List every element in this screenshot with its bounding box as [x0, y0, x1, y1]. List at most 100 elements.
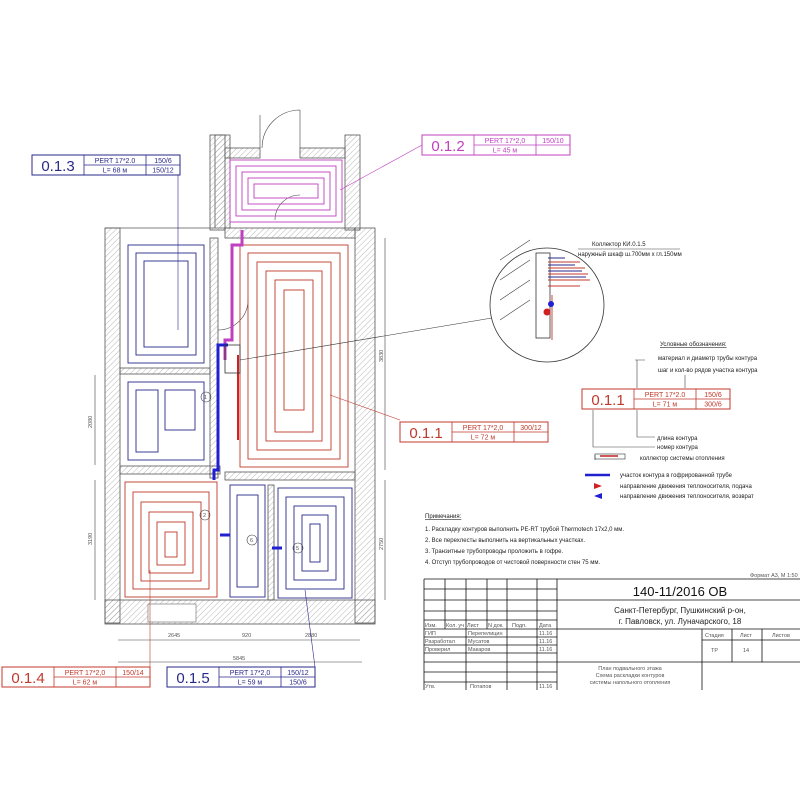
svg-text:План подвального этажа: План подвального этажа	[598, 666, 662, 672]
svg-text:Проверил: Проверил	[425, 647, 450, 653]
svg-text:длина контура: длина контура	[657, 436, 698, 442]
building-walls	[104, 134, 376, 625]
loop-0.1.2	[229, 159, 343, 223]
svg-text:2080: 2080	[88, 416, 94, 428]
svg-text:Схема раскладки контуров: Схема раскладки контуров	[596, 673, 665, 679]
pipe-material: PERT 17*2,0	[485, 138, 526, 145]
supply-arrow-icon	[594, 483, 602, 489]
svg-text:3. Транзитные трубопроводы про: 3. Транзитные трубопроводы проложить в г…	[425, 549, 563, 555]
title-block-text: 140-11/2016 ОВ Санкт-Петербург, Пушкинск…	[425, 584, 790, 690]
svg-text:наружный шкаф ш.700мм х гл.150: наружный шкаф ш.700мм х гл.150мм	[578, 251, 682, 258]
pipe-step: 150/6	[154, 158, 172, 165]
notes: Примечания: 1. Раскладку контуров выполн…	[425, 514, 798, 579]
svg-text:Перепелицин: Перепелицин	[468, 631, 503, 637]
svg-text:14: 14	[743, 648, 749, 654]
svg-text:Лист: Лист	[467, 623, 479, 629]
svg-text:N док.: N док.	[488, 623, 504, 629]
svg-text:направление движения теплоноси: направление движения теплоносителя, возв…	[620, 494, 754, 500]
svg-text:Дата: Дата	[539, 623, 552, 629]
svg-text:11.16: 11.16	[539, 684, 552, 690]
contour-length: L= 62 м	[73, 680, 98, 687]
contour-number: 0.1.5	[176, 670, 209, 687]
svg-text:шаг и кол-во рядов участка кон: шаг и кол-во рядов участка контура	[658, 368, 758, 374]
contour-number: 0.1.1	[591, 392, 624, 409]
svg-text:Потапов: Потапов	[470, 684, 491, 690]
legend-sample-label: 0.1.1 PERT 17*2.0 L= 71 м 150/6 300/6	[581, 388, 731, 410]
svg-text:2645: 2645	[168, 633, 180, 639]
svg-text:2750: 2750	[379, 538, 385, 550]
contour-label-0-1-2: 0.1.2 PERT 17*2,0 L= 45 м 150/10	[421, 134, 571, 156]
pipe-step: 150/6	[704, 392, 722, 399]
loop-0.1.1	[239, 244, 349, 468]
svg-text:Условные обозначения:: Условные обозначения:	[660, 342, 727, 348]
contour-number: 0.1.3	[41, 158, 74, 175]
room-numbers: 1 2 5 6	[199, 391, 304, 554]
contour-length: L= 71 м	[653, 402, 678, 409]
svg-text:11.16: 11.16	[539, 639, 552, 645]
pipe-material: PERT 17*2,0	[65, 670, 106, 677]
svg-text:коллектор системы отопления: коллектор системы отопления	[640, 456, 725, 462]
collector-detail: Коллектор КИ.0.1.5 наружный шкаф ш.700мм…	[489, 239, 682, 363]
svg-text:920: 920	[242, 633, 251, 639]
svg-text:11.16: 11.16	[539, 631, 552, 637]
contour-length: L= 59 м	[238, 680, 263, 687]
svg-text:Лист: Лист	[740, 633, 752, 639]
contour-label-0-1-5: 0.1.5 PERT 17*2,0 L= 59 м 150/12 150/6	[166, 666, 316, 688]
svg-text:4. Отступ трубопроводов от чис: 4. Отступ трубопроводов от чистовой пове…	[425, 559, 600, 566]
return-arrow-icon	[594, 493, 602, 499]
pipe-step: 150/12	[287, 670, 309, 677]
room-number: 5	[296, 546, 299, 552]
svg-text:1. Раскладку контуров выполнит: 1. Раскладку контуров выполнить PE-RT тр…	[425, 526, 624, 533]
pipe-step: 150/6	[289, 680, 307, 687]
pipe-step: 150/10	[542, 138, 564, 145]
contour-length: L= 45 м	[493, 148, 518, 155]
svg-text:ГИП: ГИП	[425, 631, 436, 637]
svg-text:Разработал: Разработал	[425, 639, 455, 645]
svg-text:Макаров: Макаров	[468, 647, 490, 653]
pipe-step: 150/12	[152, 168, 174, 175]
contour-label-0-1-3: 0.1.3 PERT 17*2.0 L= 68 м 150/6 150/12	[31, 154, 181, 176]
room-number: 1	[204, 395, 207, 401]
contour-label-0-1-4: 0.1.4 PERT 17*2,0 L= 62 м 150/14	[1, 666, 151, 688]
pipe-step: 150/14	[122, 670, 144, 677]
svg-text:Мусатов: Мусатов	[468, 639, 490, 645]
svg-text:Листов: Листов	[772, 633, 790, 639]
svg-text:г. Павловск, ул. Луначарского,: г. Павловск, ул. Луначарского, 18	[619, 617, 742, 626]
svg-text:Кол. уч: Кол. уч	[446, 623, 464, 629]
loop-0.1.3	[127, 244, 205, 461]
svg-text:материал и диаметр трубы конту: материал и диаметр трубы контура	[658, 356, 758, 362]
svg-text:Подп.: Подп.	[512, 623, 527, 629]
corrugated-pipe-route	[212, 230, 282, 550]
contour-number: 0.1.2	[431, 138, 464, 155]
pipe-step: 300/6	[704, 402, 722, 409]
contour-length: L= 72 м	[471, 435, 496, 442]
contour-number: 0.1.4	[11, 670, 44, 687]
svg-text:системы напольного отопления: системы напольного отопления	[590, 680, 671, 686]
pipe-material: PERT 17*2.0	[95, 158, 136, 165]
svg-text:Утв.: Утв.	[425, 684, 436, 690]
pipe-material: PERT 17*2,0	[230, 670, 271, 677]
contour-length: L= 68 м	[103, 168, 128, 175]
svg-text:Примечания:: Примечания:	[425, 514, 462, 520]
svg-text:Санкт-Петербург, Пушкинский р-: Санкт-Петербург, Пушкинский р-он,	[614, 606, 746, 615]
svg-text:номер контура: номер контура	[657, 445, 699, 451]
svg-text:Формат А3, М 1:50: Формат А3, М 1:50	[750, 573, 798, 579]
svg-text:2. Все перехлесты выполнить на: 2. Все перехлесты выполнить на вертикаль…	[425, 538, 585, 544]
pipe-material: PERT 17*2.0	[645, 392, 686, 399]
svg-text:11.16: 11.16	[539, 647, 552, 653]
leader-lines	[149, 144, 493, 668]
svg-text:Коллектор КИ.0.1.5: Коллектор КИ.0.1.5	[592, 242, 646, 248]
room-number: 6	[250, 538, 253, 544]
loop-0.1.4	[124, 481, 218, 598]
svg-text:ТР: ТР	[711, 648, 718, 654]
pipe-step: 300/12	[520, 425, 542, 432]
svg-text:Изм.: Изм.	[425, 623, 437, 629]
svg-text:Стадия: Стадия	[705, 633, 724, 639]
svg-text:3830: 3830	[379, 350, 385, 362]
svg-text:участок контура в гофрированно: участок контура в гофрированной трубе	[620, 472, 733, 479]
svg-text:направление движения теплоноси: направление движения теплоносителя, пода…	[620, 484, 752, 490]
loop-0.1.5	[229, 484, 353, 599]
contour-number: 0.1.1	[409, 425, 442, 442]
